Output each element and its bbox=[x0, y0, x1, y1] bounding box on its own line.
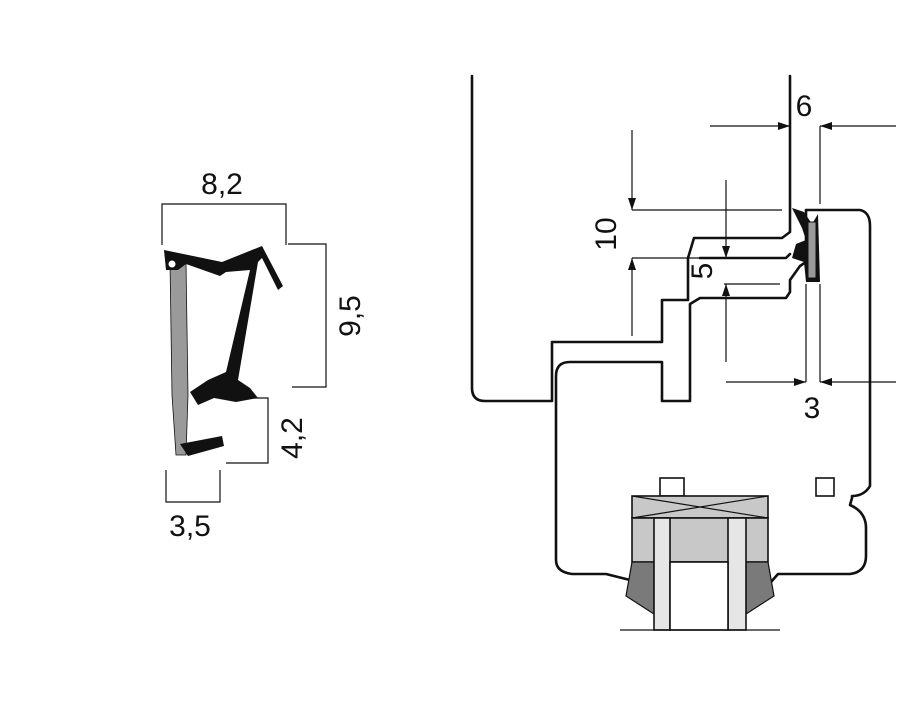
dim-label-vertical-offset: 10 bbox=[590, 217, 623, 250]
sash-profile bbox=[470, 74, 792, 403]
seal-rigid-top bbox=[164, 246, 283, 405]
glass-pane-right bbox=[727, 517, 747, 631]
glazing-bead-right bbox=[815, 477, 835, 497]
dim-label-step: 5 bbox=[686, 263, 719, 280]
dim-label-width: 8,2 bbox=[201, 168, 243, 201]
dim-label-gap-top: 6 bbox=[796, 90, 813, 123]
window-section: 6 10 5 3 bbox=[470, 74, 896, 631]
seal-wedge-right bbox=[745, 561, 775, 616]
glass-pane-block bbox=[631, 517, 769, 563]
spacer-cross-b bbox=[631, 495, 769, 519]
seal-wedge-left bbox=[625, 561, 655, 616]
glazing-bead-left bbox=[659, 477, 685, 497]
dim-label-gap-bottom: 3 bbox=[804, 392, 821, 425]
seal-profile: 8,2 9,5 4,2 3,5 bbox=[161, 168, 367, 543]
dim-label-foot: 3,5 bbox=[169, 510, 211, 543]
dim-frame-width bbox=[161, 203, 287, 245]
seal-hollow-chamber bbox=[168, 260, 176, 268]
seal-flexible-leg bbox=[169, 261, 189, 456]
dim-label-height: 9,5 bbox=[334, 295, 367, 337]
dim-frame-foot bbox=[165, 470, 221, 503]
seal-lower-hook bbox=[180, 436, 224, 456]
dim-label-lower: 4,2 bbox=[276, 417, 309, 459]
dim-frame-lower bbox=[226, 397, 269, 464]
glass-pane-left bbox=[653, 517, 671, 631]
dim-frame-height bbox=[288, 243, 327, 388]
glass-cavity bbox=[669, 561, 729, 631]
installed-seal-grey bbox=[807, 221, 817, 279]
